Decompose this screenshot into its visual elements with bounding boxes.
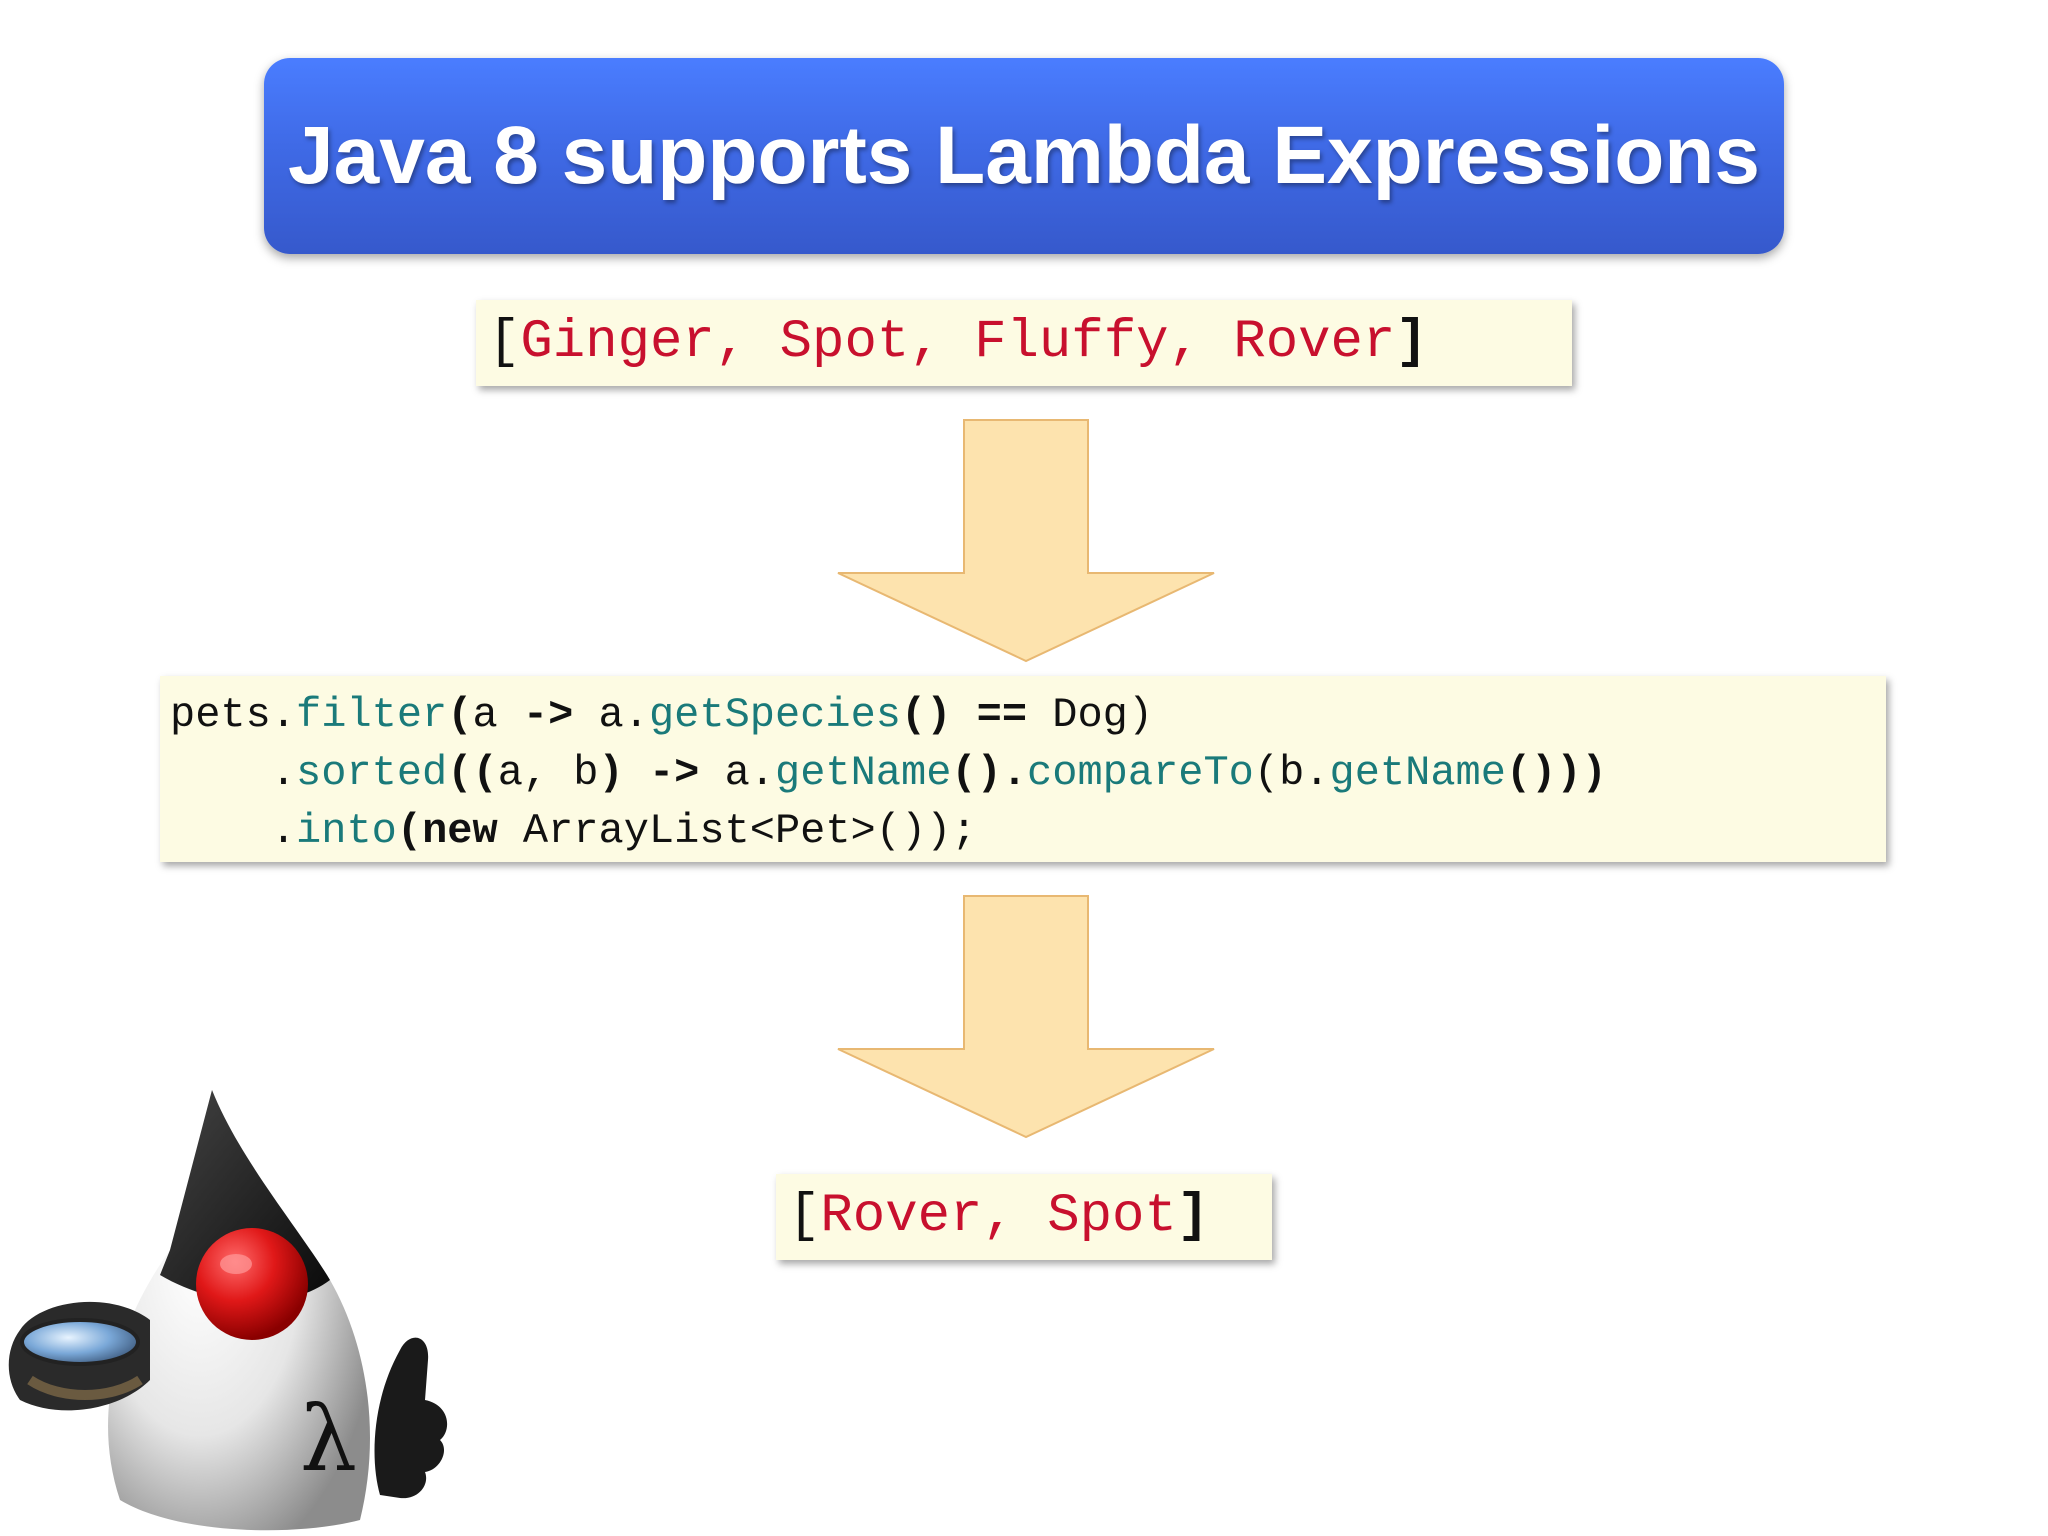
code-method: getName: [775, 749, 951, 797]
down-arrow-icon: [836, 418, 1216, 663]
code-token: a.: [699, 749, 775, 797]
code-token: .: [170, 807, 296, 855]
input-list-item: Rover: [1233, 312, 1395, 373]
code-line-sorted: .sorted((a, b) -> a.getName().compareTo(…: [170, 744, 1886, 802]
output-list-item: Spot: [1047, 1186, 1177, 1247]
code-token: (): [901, 691, 977, 739]
code-token: a, b: [498, 749, 599, 797]
code-token: ().: [951, 749, 1027, 797]
duke-lambda-mascot-icon: λ: [0, 1080, 460, 1536]
down-arrow-icon: [836, 894, 1216, 1139]
output-list-close-bracket: ]: [1177, 1186, 1209, 1247]
title-banner: Java 8 supports Lambda Expressions: [264, 58, 1784, 254]
input-list-item: Fluffy: [974, 312, 1168, 373]
input-list-separator: ,: [909, 312, 974, 373]
code-token: ): [599, 749, 649, 797]
input-list-separator: ,: [1169, 312, 1234, 373]
output-list-open-bracket: [: [788, 1186, 820, 1247]
code-operator: ->: [649, 749, 699, 797]
code-token: .: [170, 749, 296, 797]
output-list-separator: ,: [982, 1186, 1047, 1247]
input-list-separator: ,: [715, 312, 780, 373]
lambda-code-block: pets.filter(a -> a.getSpecies() == Dog) …: [160, 676, 1886, 862]
code-method: compareTo: [1027, 749, 1254, 797]
code-token: ArrayList<Pet>());: [498, 807, 977, 855]
input-list-open-bracket: [: [488, 312, 520, 373]
code-method: sorted: [296, 749, 447, 797]
code-keyword: new: [422, 807, 498, 855]
code-token: ((: [447, 749, 497, 797]
code-token: a: [472, 691, 522, 739]
input-list-close-bracket: ]: [1395, 312, 1427, 373]
code-method: getSpecies: [649, 691, 901, 739]
code-line-filter: pets.filter(a -> a.getSpecies() == Dog): [170, 686, 1886, 744]
output-list-item: Rover: [820, 1186, 982, 1247]
code-operator: ->: [523, 691, 573, 739]
code-token: (: [397, 807, 422, 855]
input-list-item: Ginger: [520, 312, 714, 373]
code-token: (: [447, 691, 472, 739]
slide-title: Java 8 supports Lambda Expressions: [288, 109, 1760, 203]
lambda-glyph: λ: [300, 1387, 357, 1492]
code-token: Dog): [1027, 691, 1153, 739]
code-method: into: [296, 807, 397, 855]
code-token: (b.: [1254, 749, 1330, 797]
output-list-box: [Rover, Spot]: [776, 1174, 1272, 1260]
code-method: getName: [1330, 749, 1506, 797]
code-token: pets.: [170, 691, 296, 739]
code-method: filter: [296, 691, 447, 739]
code-line-into: .into(new ArrayList<Pet>());: [170, 802, 1886, 860]
input-list-item: Spot: [780, 312, 910, 373]
code-token: ())): [1506, 749, 1607, 797]
code-token: a.: [573, 691, 649, 739]
code-operator: ==: [977, 691, 1027, 739]
input-list-box: [Ginger, Spot, Fluffy, Rover]: [476, 300, 1572, 386]
